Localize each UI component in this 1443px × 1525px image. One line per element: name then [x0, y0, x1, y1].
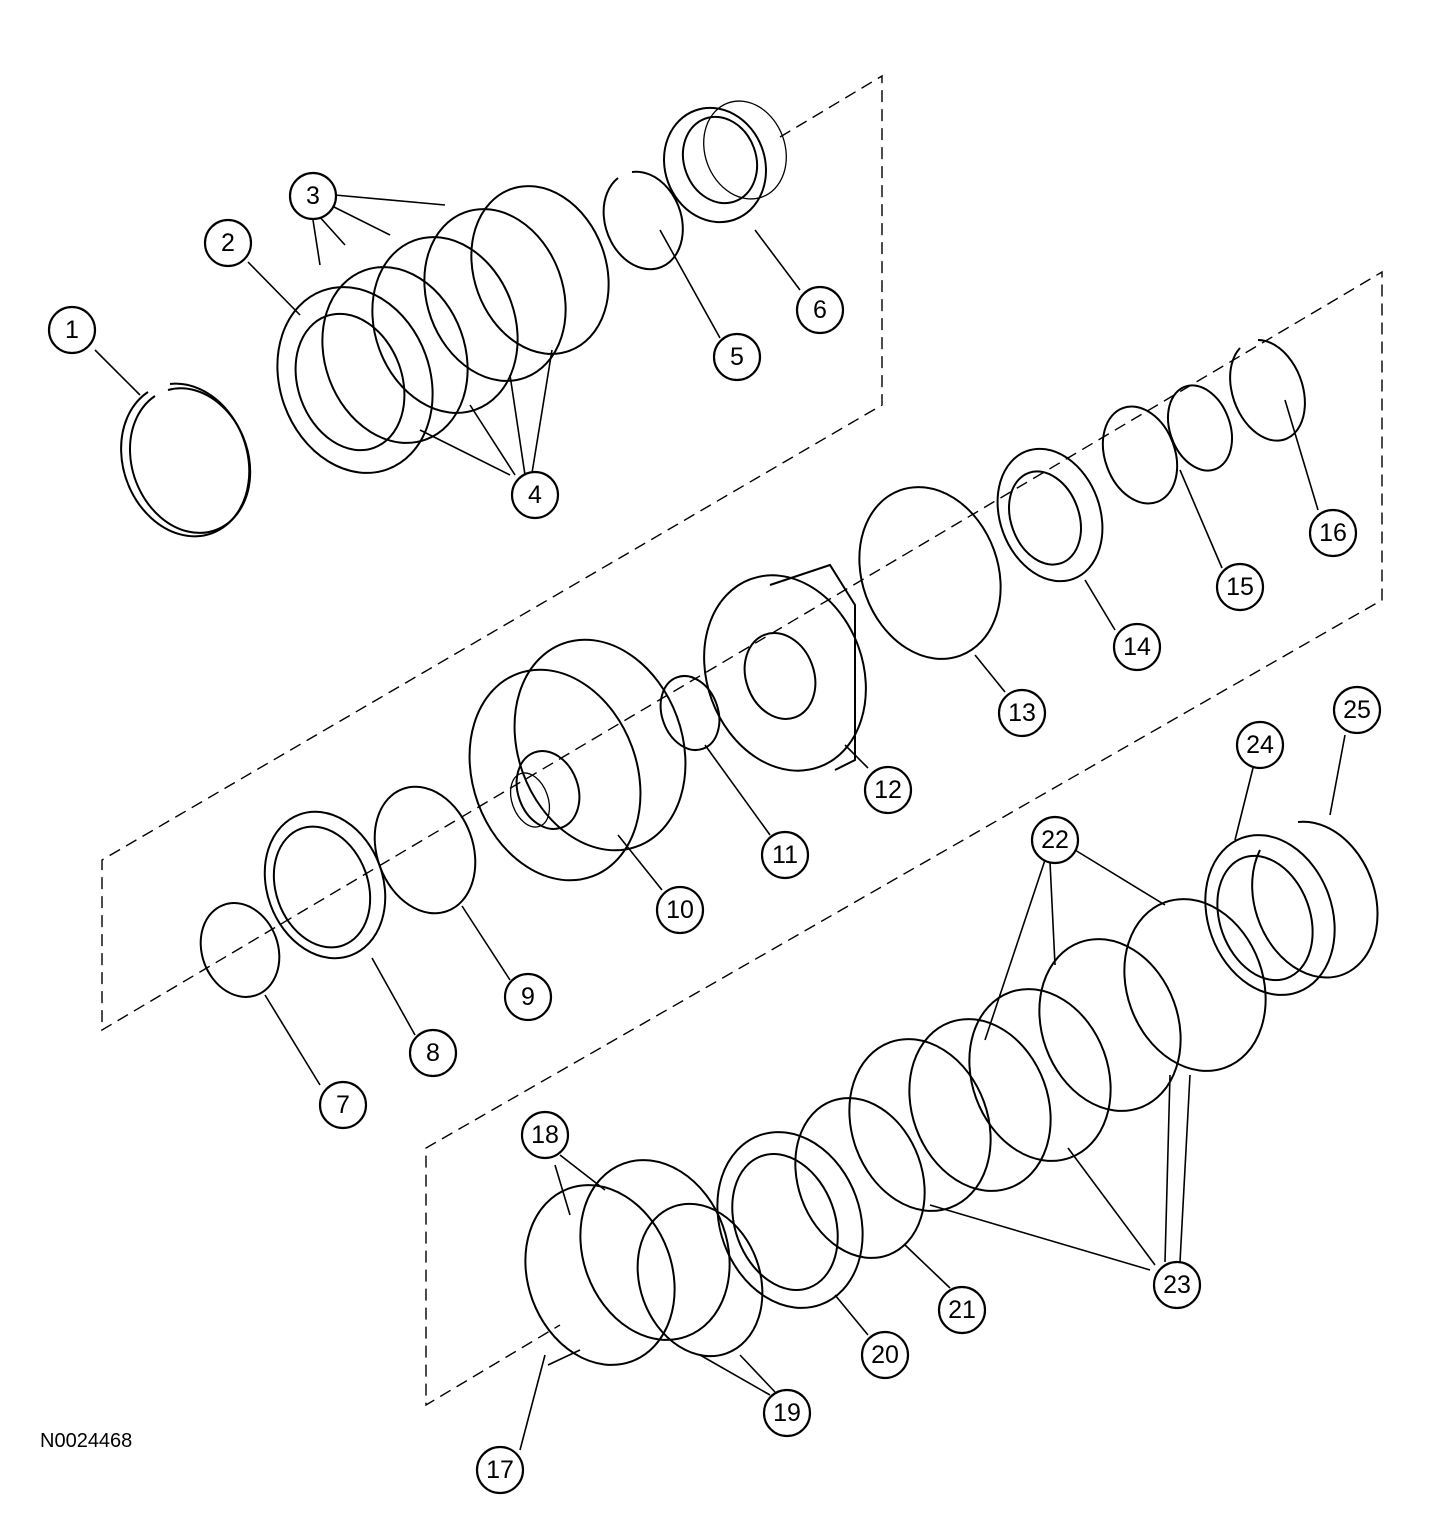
- part-11-ring: [659, 675, 721, 751]
- part-14-retainer: [996, 447, 1104, 583]
- part-5-snap-ring: [602, 170, 684, 271]
- part-16-snap-ring: [1229, 339, 1306, 442]
- callout-8: 8: [408, 1028, 458, 1078]
- callout-9: 9: [503, 972, 553, 1022]
- callout-1: 1: [47, 305, 97, 355]
- callout-12: 12: [863, 765, 913, 815]
- callout-21: 21: [937, 1285, 987, 1335]
- part-12-piston: [703, 563, 867, 772]
- figure-id-label: N0024468: [40, 1430, 133, 1452]
- part-24-plate: [1204, 834, 1336, 996]
- callout-5: 5: [712, 332, 762, 382]
- part-1-snap-ring: [120, 382, 252, 538]
- callout-label: 16: [1319, 519, 1347, 547]
- callout-label: 3: [306, 182, 320, 210]
- callout-15: 15: [1215, 562, 1265, 612]
- callout-label: 1: [65, 316, 79, 344]
- callout-14: 14: [1112, 622, 1162, 672]
- callout-label: 5: [730, 343, 744, 371]
- callout-label: 15: [1226, 573, 1254, 601]
- callout-label: 19: [773, 1399, 801, 1427]
- callout-17: 17: [475, 1445, 525, 1495]
- part-7-ring: [199, 902, 281, 998]
- callout-6: 6: [795, 285, 845, 335]
- callout-label: 21: [948, 1296, 976, 1324]
- callout-11: 11: [760, 830, 810, 880]
- callout-label: 10: [666, 896, 694, 924]
- callout-23: 23: [1152, 1260, 1202, 1310]
- callout-2: 2: [203, 218, 253, 268]
- callout-label: 12: [874, 776, 902, 804]
- callout-16: 16: [1308, 508, 1358, 558]
- callout-18: 18: [520, 1110, 570, 1160]
- leader-lines: [94, 194, 1346, 1451]
- callout-label: 4: [528, 481, 542, 509]
- callout-22: 22: [1030, 815, 1080, 865]
- callout-label: 11: [772, 841, 798, 869]
- callout-label: 24: [1246, 731, 1274, 759]
- callout-label: 18: [531, 1121, 559, 1149]
- callout-19: 19: [762, 1388, 812, 1438]
- callout-3: 3: [288, 171, 338, 221]
- part-22-23-clutch-pack: [848, 898, 1267, 1212]
- callout-label: 14: [1123, 633, 1151, 661]
- callout-label: 2: [221, 229, 235, 257]
- callout-label: 13: [1008, 699, 1036, 727]
- dashed-grouping-lines: [101, 74, 1383, 1407]
- part-15-spring: [1101, 384, 1233, 505]
- callout-label: 9: [521, 983, 535, 1011]
- part-20-plate: [716, 1131, 864, 1309]
- part-6-bearing: [662, 100, 787, 224]
- callout-4: 4: [510, 470, 560, 520]
- callout-label: 25: [1343, 696, 1371, 724]
- part-2-3-4-clutch-pack: [276, 185, 610, 474]
- callout-label: 7: [336, 1091, 350, 1119]
- callout-24: 24: [1235, 720, 1285, 770]
- part-9-ring: [373, 785, 477, 915]
- part-8-seal: [263, 810, 387, 960]
- callout-label: 20: [871, 1341, 899, 1369]
- part-13-ring: [858, 486, 1002, 660]
- callout-7: 7: [318, 1080, 368, 1130]
- part-25-snap-ring: [1251, 820, 1379, 979]
- callout-20: 20: [860, 1330, 910, 1380]
- callout-label: 8: [426, 1039, 440, 1067]
- callout-25: 25: [1332, 685, 1382, 735]
- callout-label: 22: [1041, 826, 1069, 854]
- callout-label: 23: [1163, 1271, 1191, 1299]
- callout-label: 17: [486, 1456, 514, 1484]
- part-17-18-19-plates: [524, 1159, 764, 1366]
- callout-label: 6: [813, 296, 827, 324]
- callout-10: 10: [655, 885, 705, 935]
- part-10-hub-assembly: [468, 638, 687, 882]
- callout-13: 13: [997, 688, 1047, 738]
- part-21-plate: [794, 1097, 926, 1259]
